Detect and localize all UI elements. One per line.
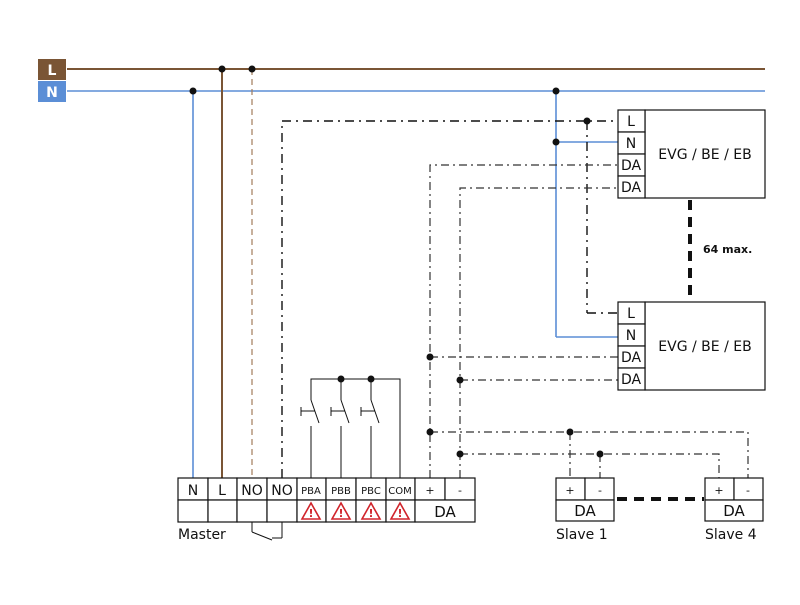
l-phase-label: L bbox=[48, 63, 57, 79]
driver-terminal-block: L N DA DA bbox=[617, 109, 646, 199]
warning-glyph: ! bbox=[397, 507, 402, 520]
slave-bus-label: DA bbox=[574, 502, 596, 520]
warning-triangle-icon: ! bbox=[389, 501, 411, 520]
driver-body bbox=[644, 109, 766, 199]
slave-terminal-label: - bbox=[746, 484, 750, 497]
slave-1: + - DA Slave 1 bbox=[555, 477, 615, 543]
master-terminal-label: COM bbox=[388, 486, 411, 497]
junction-dot bbox=[426, 353, 434, 361]
n-neutral-label: N bbox=[46, 85, 58, 101]
slave-da-minus-line bbox=[460, 453, 720, 478]
warning-triangle-icon: ! bbox=[300, 501, 322, 520]
junction-dot bbox=[552, 87, 560, 95]
l-phase-tag: L bbox=[38, 59, 66, 80]
junction-dot bbox=[583, 117, 591, 125]
terminal-label: N bbox=[626, 328, 636, 344]
terminal-label: DA bbox=[621, 372, 642, 388]
slave-terminal-label: + bbox=[565, 484, 574, 497]
slave-terminal-label: - bbox=[598, 484, 602, 497]
warning-triangle-icon: ! bbox=[330, 501, 352, 520]
relay-contact-icon bbox=[251, 522, 283, 541]
warning-glyph: ! bbox=[308, 507, 313, 520]
driver-1: EVG / BE / EB L N DA DA bbox=[617, 109, 766, 199]
da-minus-line bbox=[459, 187, 618, 478]
warning-glyph: ! bbox=[368, 507, 373, 520]
terminal-label: L bbox=[627, 114, 635, 130]
master-terminal-label: NO bbox=[271, 483, 293, 499]
master-bus-label: DA bbox=[434, 503, 456, 521]
switched-l-wire bbox=[281, 120, 618, 478]
master-terminal-label: PBA bbox=[301, 486, 321, 497]
master-terminal-label: PBC bbox=[361, 486, 381, 497]
driver-label: EVG / BE / EB bbox=[658, 147, 751, 163]
master-caption: Master bbox=[178, 527, 226, 543]
slave-4: + - DA Slave 4 bbox=[704, 477, 764, 543]
junction-dot bbox=[218, 65, 226, 73]
mains-lines bbox=[67, 68, 765, 92]
pushbutton-switch-icon bbox=[330, 399, 350, 426]
junction-dot bbox=[248, 65, 256, 73]
slave-terminal-label: + bbox=[714, 484, 723, 497]
slave-bus-label: DA bbox=[723, 502, 745, 520]
master-terminal-label: L bbox=[218, 483, 226, 499]
junction-dot bbox=[456, 450, 464, 458]
max-note: 64 max. bbox=[703, 243, 752, 256]
com-wire bbox=[310, 378, 401, 478]
warning-glyph: ! bbox=[338, 507, 343, 520]
pushbutton-switch-icon bbox=[300, 399, 320, 426]
master-terminal-label: - bbox=[458, 484, 462, 497]
n-neutral-tag: N bbox=[38, 81, 66, 102]
slave-caption: Slave 1 bbox=[556, 527, 608, 543]
terminal-label: DA bbox=[621, 350, 642, 366]
master-terminal-label: N bbox=[188, 483, 198, 499]
pushbutton-group bbox=[300, 375, 401, 478]
junction-dot bbox=[566, 428, 574, 436]
junction-dot bbox=[367, 375, 375, 383]
slave-caption: Slave 4 bbox=[705, 527, 757, 543]
master-terminal-label: PBB bbox=[331, 486, 351, 497]
driver-body bbox=[644, 301, 766, 391]
junction-dot bbox=[552, 138, 560, 146]
junction-dot bbox=[189, 87, 197, 95]
junction-dot bbox=[337, 375, 345, 383]
junction-dot bbox=[456, 376, 464, 384]
terminal-label: L bbox=[627, 306, 635, 322]
junction-dot bbox=[426, 428, 434, 436]
warning-triangle-icon: ! bbox=[360, 501, 382, 520]
driver-2: EVG / BE / EB L N DA DA bbox=[617, 301, 766, 391]
junction-dot bbox=[596, 450, 604, 458]
master-unit: N L NO NO PBA PBB PBC COM + - ! ! ! ! DA bbox=[177, 477, 476, 543]
driver-supply-wires bbox=[281, 87, 618, 478]
terminal-label: DA bbox=[621, 180, 642, 196]
da-plus-line bbox=[429, 164, 618, 478]
master-terminal-label: + bbox=[425, 484, 434, 497]
pushbutton-switch-icon bbox=[360, 399, 380, 426]
slave-da-plus-line bbox=[430, 431, 749, 478]
terminal-label: N bbox=[626, 136, 636, 152]
driver-terminal-block: L N DA DA bbox=[617, 301, 646, 391]
master-supply-wires bbox=[189, 65, 256, 478]
master-terminal-label: NO bbox=[241, 483, 263, 499]
terminal-label: DA bbox=[621, 158, 642, 174]
driver-label: EVG / BE / EB bbox=[658, 339, 751, 355]
da-bus-wires bbox=[426, 164, 749, 478]
